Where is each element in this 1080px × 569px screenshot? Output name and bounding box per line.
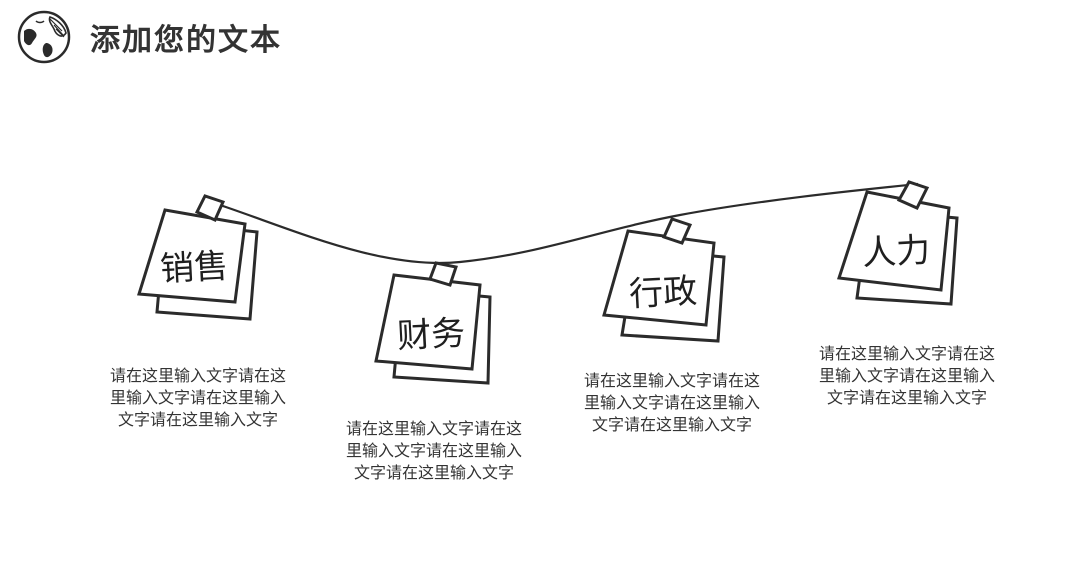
page-title: 添加您的文本	[90, 23, 282, 58]
sticky-note-admin: 行政	[602, 215, 732, 350]
note-label: 行政	[628, 271, 699, 315]
sticky-note-icon	[602, 217, 726, 343]
note-description: 请在这里输入文字请在这里输入文字请在这里输入文字请在这里输入文字	[818, 344, 995, 407]
note-label: 人力	[861, 230, 932, 274]
note-description: 请在这里输入文字请在这里输入文字请在这里输入文字请在这里输入文字	[345, 419, 522, 482]
sticky-note-icon	[137, 194, 259, 321]
note-description: 请在这里输入文字请在这里输入文字请在这里输入文字请在这里输入文字	[109, 366, 286, 429]
sticky-note-finance: 财务	[372, 257, 502, 392]
sticky-note-hr: 人力	[835, 180, 965, 315]
globe-icon	[17, 10, 71, 64]
sticky-note-icon	[374, 261, 492, 385]
header: 添加您的文本	[16, 9, 282, 65]
note-label: 财务	[396, 313, 467, 357]
note-label: 销售	[159, 246, 230, 290]
sticky-note-icon	[837, 180, 959, 306]
note-description: 请在这里输入文字请在这里输入文字请在这里输入文字请在这里输入文字	[583, 371, 760, 434]
sticky-note-sales: 销售	[135, 192, 265, 327]
